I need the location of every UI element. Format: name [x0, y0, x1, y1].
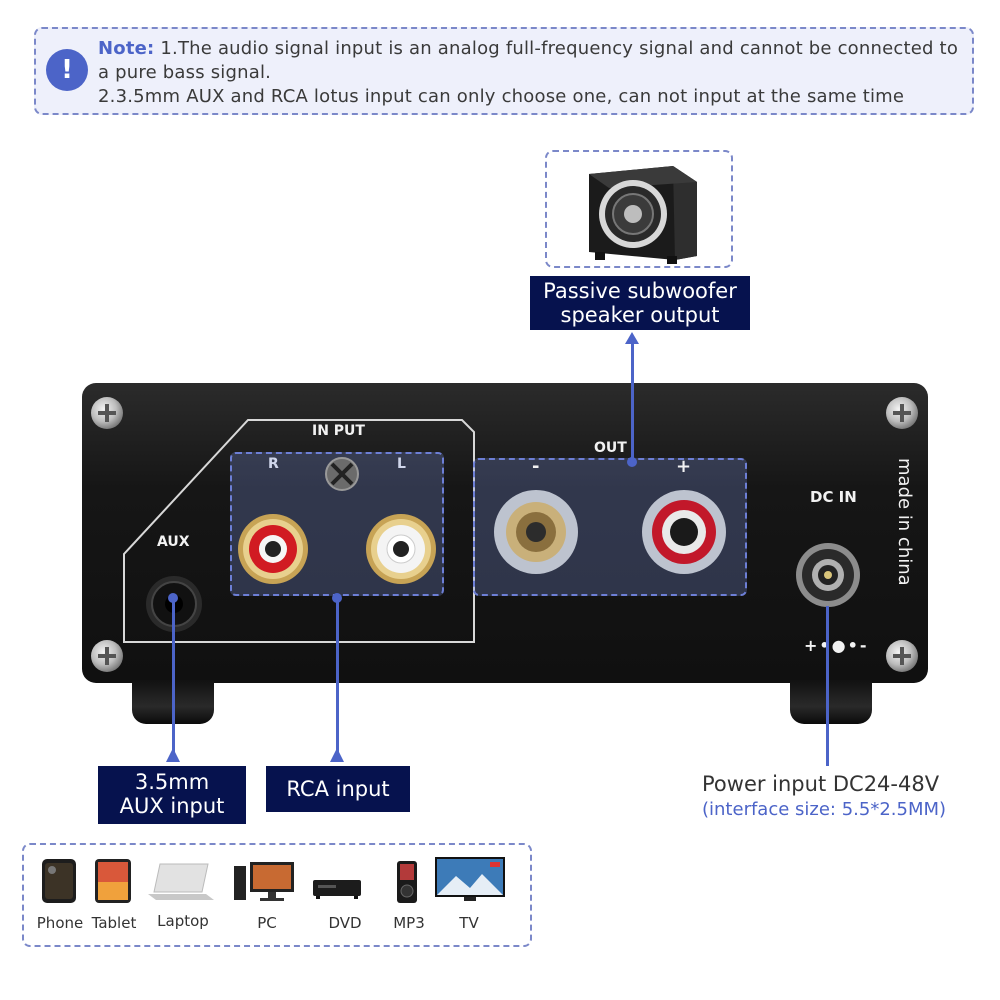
screw-top-right-icon	[886, 397, 918, 429]
mp3-player-icon	[397, 861, 417, 903]
input-section-outline	[123, 419, 475, 643]
dc-in-label: DC IN	[810, 488, 857, 506]
input-title: IN PUT	[312, 423, 365, 439]
note-label: Note:	[98, 38, 155, 59]
subwoofer-output-label: Passive subwoofer speaker output	[530, 276, 750, 330]
exclamation-icon: !	[46, 49, 88, 91]
power-connector-line	[826, 606, 829, 766]
dc-power-jack[interactable]	[793, 540, 863, 610]
tv-icon	[435, 857, 505, 901]
rca-left-jack[interactable]	[364, 512, 438, 586]
rca-input-label: RCA input	[266, 766, 410, 812]
pc-icon	[234, 862, 294, 901]
note-line-2: 2.3.5mm AUX and RCA lotus input can only…	[98, 86, 905, 107]
aux-connector-dot	[168, 593, 178, 603]
aux-label-line2: AUX input	[119, 794, 225, 818]
source-label-pc: PC	[257, 914, 277, 932]
subwoofer-speaker-image	[589, 166, 697, 264]
out-plus-label: +	[676, 456, 692, 477]
rca-left-label: L	[397, 456, 406, 472]
negative-binding-post[interactable]	[488, 484, 584, 580]
aux-label: AUX	[157, 534, 190, 550]
source-label-mp3: MP3	[393, 914, 425, 932]
subwoofer-connector-dot	[627, 457, 637, 467]
screw-bottom-left-icon	[91, 640, 123, 672]
made-in-china-wrap: made in china	[894, 458, 915, 608]
rca-arrow-icon	[330, 748, 344, 762]
subwoofer-label-line1: Passive subwoofer	[543, 279, 737, 303]
made-in-china-text: made in china	[894, 458, 915, 586]
subwoofer-connector-line	[631, 340, 634, 463]
source-label-tv: TV	[459, 914, 479, 932]
phone-icon	[42, 859, 76, 903]
aux-label-line1: 3.5mm	[134, 770, 210, 794]
aux-connector-line	[172, 598, 175, 756]
dvd-player-icon	[313, 880, 361, 899]
aux-arrow-icon	[166, 748, 180, 762]
screw-bottom-right-icon	[886, 640, 918, 672]
right-foot	[790, 680, 872, 724]
rca-connector-dot	[332, 593, 342, 603]
rca-right-jack[interactable]	[236, 512, 310, 586]
subwoofer-label-line2: speaker output	[560, 303, 720, 327]
rca-right-label: R	[268, 456, 279, 472]
source-label-laptop: Laptop	[157, 912, 209, 930]
polarity-symbol: +•●•-	[804, 636, 869, 655]
subwoofer-image-box	[545, 150, 733, 268]
laptop-icon	[148, 863, 214, 900]
power-interface-size: (interface size: 5.5*2.5MM)	[702, 799, 947, 820]
source-label-tablet: Tablet	[91, 914, 137, 932]
source-label-phone: Phone	[36, 914, 84, 932]
positive-binding-post[interactable]	[636, 484, 732, 580]
screw-top-left-icon	[91, 397, 123, 429]
subwoofer-arrow-icon	[625, 332, 639, 344]
power-input-label: Power input DC24-48V	[702, 772, 940, 796]
rca-connector-line	[336, 598, 339, 756]
aux-input-label: 3.5mm AUX input	[98, 766, 246, 824]
source-label-dvd: DVD	[328, 914, 362, 932]
out-title: OUT	[594, 440, 627, 456]
note-text: Note: 1.The audio signal input is an ana…	[98, 37, 973, 109]
center-screw-icon	[325, 457, 359, 491]
note-box	[34, 27, 974, 115]
tablet-icon	[95, 859, 131, 903]
note-line-1: 1.The audio signal input is an analog fu…	[98, 38, 959, 83]
out-minus-label: -	[532, 456, 540, 477]
